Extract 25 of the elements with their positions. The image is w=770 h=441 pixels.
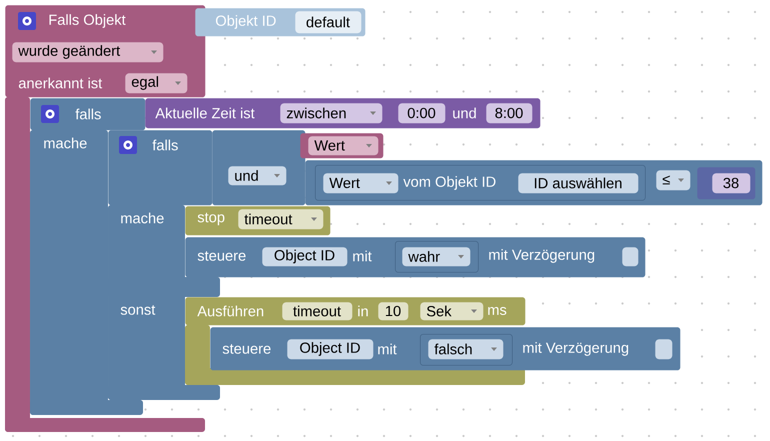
node-label: falls <box>75 108 101 120</box>
dropdown-field: wahr <box>402 247 470 266</box>
dropdown-field: falsch <box>428 339 504 360</box>
node-label: mit <box>353 250 372 262</box>
dropdown-field: timeout <box>238 209 324 230</box>
node-label: mit Verzögerung <box>489 249 594 263</box>
dropdown-field: egal <box>125 73 188 94</box>
dropdown-field: wurde geändert <box>12 42 164 62</box>
node-label: mache <box>44 138 87 148</box>
dropdown-field: Sek <box>420 302 484 320</box>
value-field: timeout <box>282 302 352 320</box>
value-field: default <box>295 11 362 34</box>
value-field: ID auswählen <box>518 173 638 194</box>
dropdown-field: Wert <box>308 136 378 156</box>
value-field: Object ID <box>287 339 374 360</box>
value-field: 8:00 <box>486 103 532 124</box>
dropdown-field: Wert <box>323 173 398 194</box>
dropdown-field: ≤ <box>656 170 690 190</box>
value-field: 0:00 <box>398 103 446 124</box>
value-field: 38 <box>712 173 750 194</box>
value-field: 10 <box>378 302 408 320</box>
dropdown-field: zwischen <box>280 103 382 124</box>
dropdown-field: und <box>228 166 286 186</box>
value-field: Object ID <box>262 247 348 266</box>
node-label: falls <box>152 140 178 150</box>
